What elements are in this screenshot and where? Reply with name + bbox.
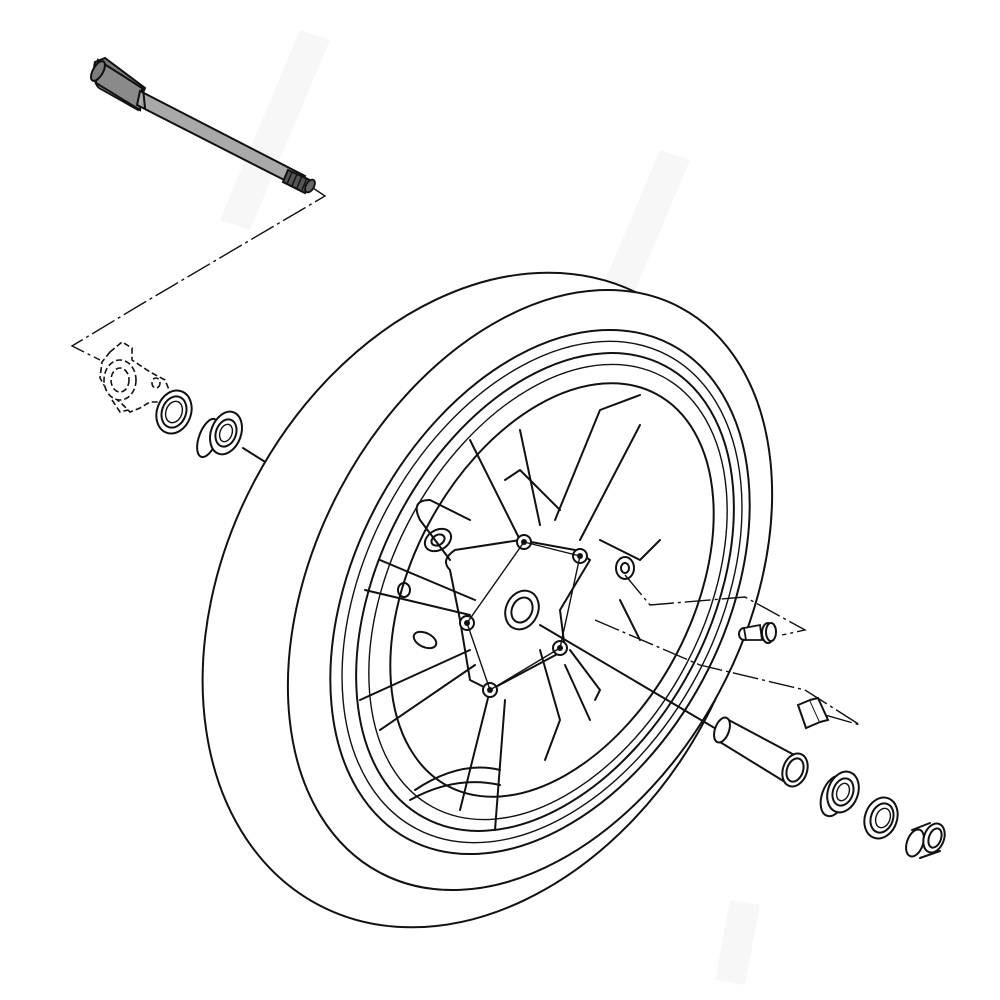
collar-spacer[interactable] (711, 715, 812, 790)
tire-valve[interactable] (738, 622, 777, 644)
left-bearing[interactable] (193, 407, 248, 460)
front-axle[interactable] (88, 56, 317, 195)
leader-line-hub-collar (539, 624, 719, 731)
right-bearing[interactable] (816, 767, 865, 820)
leader-line-weight (594, 619, 861, 726)
wheel-spokes (359, 394, 661, 831)
speed-sensor-housing[interactable] (99, 341, 171, 413)
leader-line-axle (70, 187, 327, 361)
leader-line-valve (624, 574, 807, 636)
left-oil-seal[interactable] (151, 386, 198, 439)
right-side-collar[interactable] (903, 820, 949, 859)
balance-weight[interactable] (796, 696, 830, 730)
front-wheel-tire[interactable] (93, 176, 870, 1000)
right-oil-seal[interactable] (859, 793, 903, 843)
axle-thread (281, 168, 316, 195)
brake-disc-bolt-hub[interactable] (445, 534, 591, 698)
